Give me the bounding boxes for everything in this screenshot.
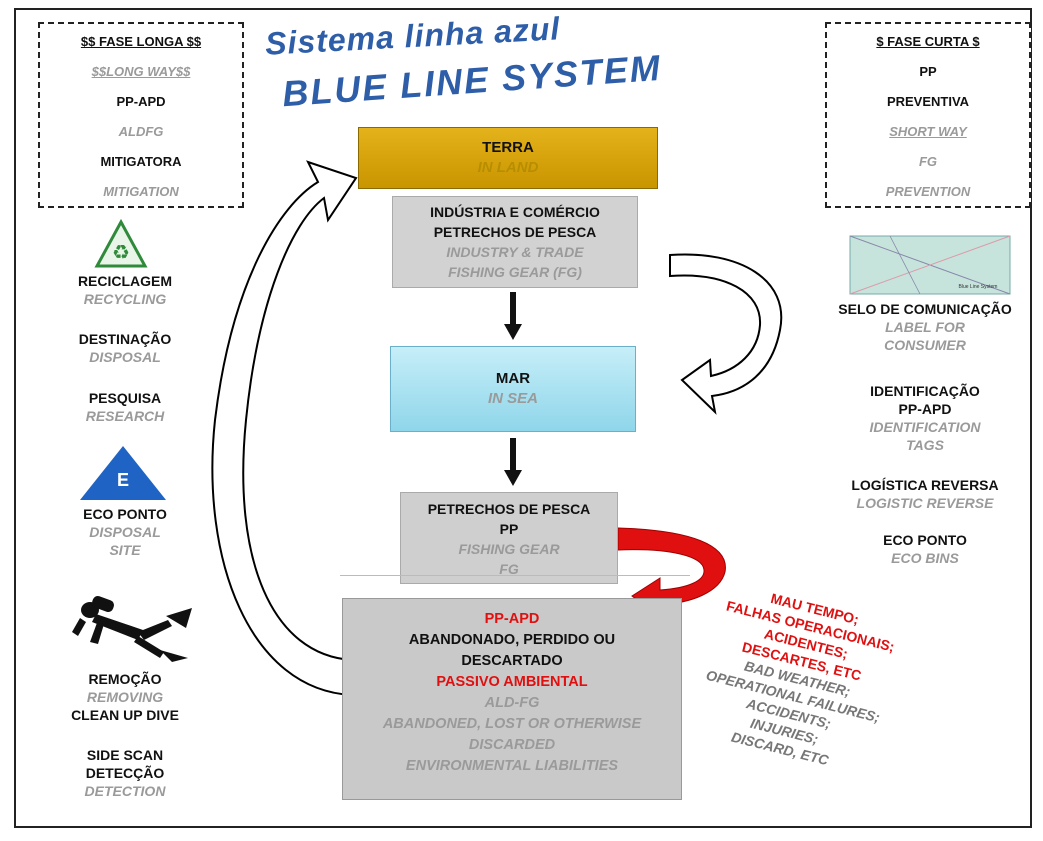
eco-point-label-en-2: SITE <box>109 542 141 558</box>
arrow-head <box>504 324 522 340</box>
disposal-label: DESTINAÇÃO <box>78 331 172 347</box>
arrow-sea-to-gear <box>504 438 522 486</box>
short-phase-box: $ FASE CURTA $ PP PREVENTIVA SHORT WAY F… <box>825 22 1031 208</box>
ppapd-box: PP-APD ABANDONADO, PERDIDO OU DESCARTADO… <box>342 598 682 800</box>
ppapd-label-2: DESCARTADO <box>461 653 563 669</box>
fishing-gear-box: PETRECHOS DE PESCA PP FISHING GEAR FG <box>400 492 618 584</box>
fishing-gear-label-1: PETRECHOS DE PESCA <box>427 501 591 517</box>
tags-label-1: IDENTIFICATION <box>869 419 981 435</box>
label-en-2: CONSUMER <box>884 337 966 353</box>
right-label: SELO DE COMUNICAÇÃO LABEL FOR CONSUMER <box>820 300 1030 354</box>
industry-label-en-2: FISHING GEAR (FG) <box>448 264 582 280</box>
ident-label-2: PP-APD <box>898 401 952 417</box>
label-image: Blue Line System <box>849 235 1011 295</box>
long-phase-header: $$ FASE LONGA $$ <box>80 34 202 49</box>
short-phase-header: $ FASE CURTA $ <box>876 34 980 49</box>
logistics-label-en: LOGISTIC REVERSE <box>856 495 994 511</box>
tags-label-2: TAGS <box>906 437 944 453</box>
terra-label: TERRA <box>482 139 534 156</box>
label-en-1: LABEL FOR <box>885 319 965 335</box>
label-image-text: Blue Line System <box>959 284 998 290</box>
fishing-gear-label-en-2: FG <box>499 561 519 577</box>
detection-label: DETECÇÃO <box>85 765 165 781</box>
short-phase-subheader: SHORT WAY <box>889 124 967 139</box>
ident-label-1: IDENTIFICAÇÃO <box>870 383 980 399</box>
eco-bins-label: ECO PONTO <box>883 532 967 548</box>
long-phase-subheader: $$LONG WAY$$ <box>91 64 191 79</box>
right-identification: IDENTIFICAÇÃO PP-APD IDENTIFICATION TAGS <box>820 382 1030 454</box>
left-removing: REMOÇÃO REMOVING CLEAN UP DIVE <box>40 670 210 724</box>
ppapd-label-en-1: ALD-FG <box>484 695 540 711</box>
industry-box: INDÚSTRIA E COMÉRCIO PETRECHOS DE PESCA … <box>392 196 638 288</box>
eco-bins-label-en: ECO BINS <box>891 550 959 566</box>
industry-label-1: INDÚSTRIA E COMÉRCIO <box>430 204 600 220</box>
recycle-symbol: ♻ <box>112 240 130 264</box>
short-phase-item2: PREVENTIVA <box>886 94 970 109</box>
terra-label-en: IN LAND <box>477 159 539 176</box>
right-eco-point: ECO PONTO ECO BINS <box>820 531 1030 567</box>
diagram-frame <box>14 8 1032 828</box>
eco-point-icon: E <box>80 446 166 500</box>
removing-label: REMOÇÃO <box>88 671 162 687</box>
recycle-icon: ♻ <box>94 218 148 268</box>
selo-label: SELO DE COMUNICAÇÃO <box>838 301 1012 317</box>
short-phase-item1: PP <box>919 64 937 79</box>
left-disposal: DESTINAÇÃO DISPOSAL <box>40 330 210 366</box>
disposal-label-en: DISPOSAL <box>89 349 161 365</box>
label-diag-2 <box>849 235 1011 295</box>
short-phase-item3: FG <box>918 154 938 169</box>
sidescan-label: SIDE SCAN <box>86 747 164 763</box>
cleanup-label: CLEAN UP DIVE <box>71 707 179 723</box>
left-detection: SIDE SCAN DETECÇÃO DETECTION <box>40 746 210 800</box>
sea-box: MAR IN SEA <box>390 346 636 432</box>
left-eco-point: ECO PONTO DISPOSAL SITE <box>40 505 210 559</box>
sea-label: MAR <box>495 370 531 387</box>
white-right-arrow-shape <box>669 253 783 415</box>
arrow-head <box>504 470 522 486</box>
ppapd-label-en-4: ENVIRONMENTAL LIABILITIES <box>405 758 619 774</box>
right-logistics: LOGÍSTICA REVERSA LOGISTIC REVERSE <box>820 476 1030 512</box>
ppapd-label-en-3: DISCARDED <box>468 737 556 753</box>
terra-box: TERRA IN LAND <box>358 127 658 189</box>
diver-icon <box>72 596 192 662</box>
arrow-industry-to-sea <box>504 292 522 340</box>
left-research: PESQUISA RESEARCH <box>40 389 210 425</box>
long-phase-item2: MITIGATORA <box>100 154 182 169</box>
recycling-label: RECICLAGEM <box>77 273 173 289</box>
eco-triangle <box>80 446 166 500</box>
sea-label-en: IN SEA <box>487 390 538 407</box>
removing-label-en: REMOVING <box>86 689 164 705</box>
eco-point-label: ECO PONTO <box>83 506 167 522</box>
ppapd-red-liability: PASSIVO AMBIENTAL <box>436 674 588 690</box>
eco-letter: E <box>117 470 129 490</box>
eco-point-label-en-1: DISPOSAL <box>89 524 161 540</box>
ppapd-label-1: ABANDONADO, PERDIDO OU <box>408 632 616 648</box>
arrow-shaft <box>510 438 516 472</box>
ppapd-label-en-2: ABANDONED, LOST OR OTHERWISE <box>382 716 642 732</box>
logistics-label: LOGÍSTICA REVERSA <box>851 477 999 493</box>
fishing-gear-label-en-1: FISHING GEAR <box>458 541 560 557</box>
detection-label-en: DETECTION <box>84 783 166 799</box>
research-label: PESQUISA <box>88 390 162 406</box>
label-diag-3 <box>889 235 921 295</box>
recycling-label-en: RECYCLING <box>83 291 167 307</box>
short-phase-item4: PREVENTION <box>885 184 971 199</box>
long-phase-box: $$ FASE LONGA $$ $$LONG WAY$$ PP-APD ALD… <box>38 22 244 208</box>
ppapd-red-title: PP-APD <box>484 611 540 627</box>
recycle-triangle <box>94 218 148 268</box>
left-recycling: RECICLAGEM RECYCLING <box>40 272 210 308</box>
fishing-gear-label-2: PP <box>499 521 519 537</box>
industry-label-2: PETRECHOS DE PESCA <box>433 224 597 240</box>
long-phase-item1: PP-APD <box>116 94 166 109</box>
long-phase-item2-en: MITIGATION <box>103 184 179 199</box>
research-label-en: RESEARCH <box>85 408 165 424</box>
long-phase-item1-en: ALDFG <box>118 124 164 139</box>
white-cycle-arrow-shape <box>211 160 358 697</box>
industry-label-en-1: INDUSTRY & TRADE <box>446 244 584 260</box>
divider-line <box>340 575 690 576</box>
arrow-shaft <box>510 292 516 326</box>
diver-silhouette <box>72 596 192 662</box>
